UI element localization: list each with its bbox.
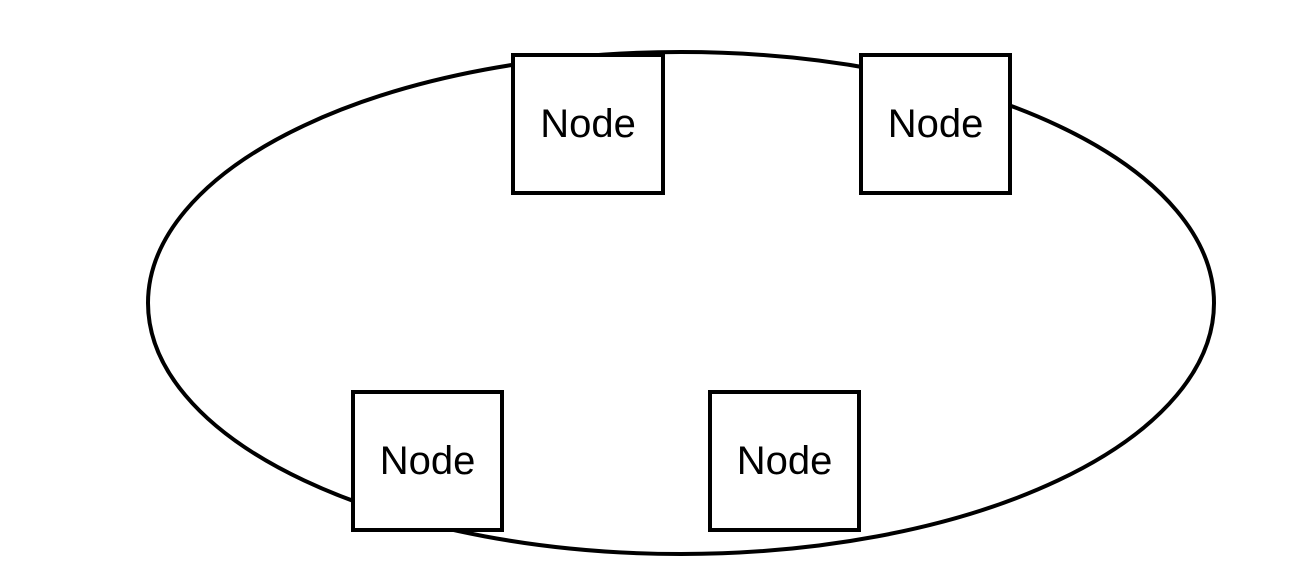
node-label: Node	[540, 102, 636, 146]
node-label: Node	[887, 102, 984, 146]
node-label: Node	[736, 439, 833, 483]
node-box-top-right[interactable]: Node	[859, 53, 1012, 195]
node-label: Node	[379, 439, 476, 483]
ring-ellipse-connector	[146, 50, 1216, 556]
node-box-top-left[interactable]: Node	[511, 53, 665, 195]
node-box-bottom-left[interactable]: Node	[351, 390, 504, 532]
node-box-bottom-right[interactable]: Node	[708, 390, 861, 532]
